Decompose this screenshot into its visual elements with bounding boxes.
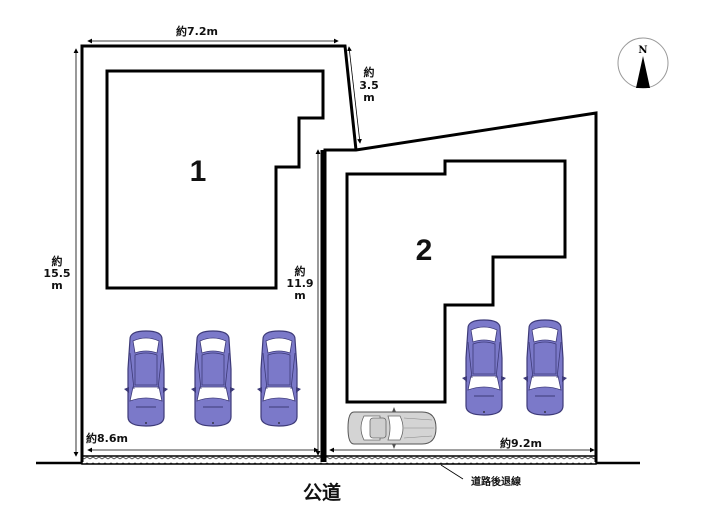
parked-car-2: [190, 330, 236, 427]
lot-2-boundary: [323, 111, 598, 462]
left-height-label-unit: m: [51, 279, 62, 292]
parked-car-4: [461, 319, 507, 416]
parked-car-gray: [347, 406, 437, 450]
parked-car-3: [256, 330, 302, 427]
house-1-footprint: [105, 69, 325, 290]
mid-height-label-prefix: 約: [295, 264, 306, 278]
diagonal-arrow: [347, 46, 362, 144]
left-height-label-prefix: 約: [52, 254, 63, 268]
left-height-label-value: 15.5: [43, 267, 70, 280]
mid-height-label-unit: m: [294, 289, 305, 302]
road-label: 公道: [303, 481, 341, 504]
parked-car-5: [522, 319, 568, 416]
diagonal-label-prefix: 約: [364, 65, 375, 79]
lot1-frontage-label: 約8.6m: [86, 431, 128, 445]
setback-label: 道路後退線: [471, 475, 521, 488]
diagonal-label-unit: m: [363, 91, 374, 104]
top-width-label: 約7.2m: [176, 24, 218, 38]
setback-strip: [81, 455, 597, 465]
lot2-frontage-label: 約9.2m: [500, 436, 542, 450]
lot-1-number: 1: [190, 155, 207, 188]
lot-2-number: 2: [416, 234, 433, 267]
north-compass-icon: N: [617, 37, 669, 89]
setback-leader-line: [440, 464, 464, 480]
compass-north-label: N: [638, 45, 647, 56]
house-2-footprint: [345, 159, 567, 404]
mid-height-label-value: 11.9: [286, 277, 313, 290]
parked-car-1: [123, 330, 169, 427]
diagonal-label-value: 3.5: [359, 79, 379, 92]
